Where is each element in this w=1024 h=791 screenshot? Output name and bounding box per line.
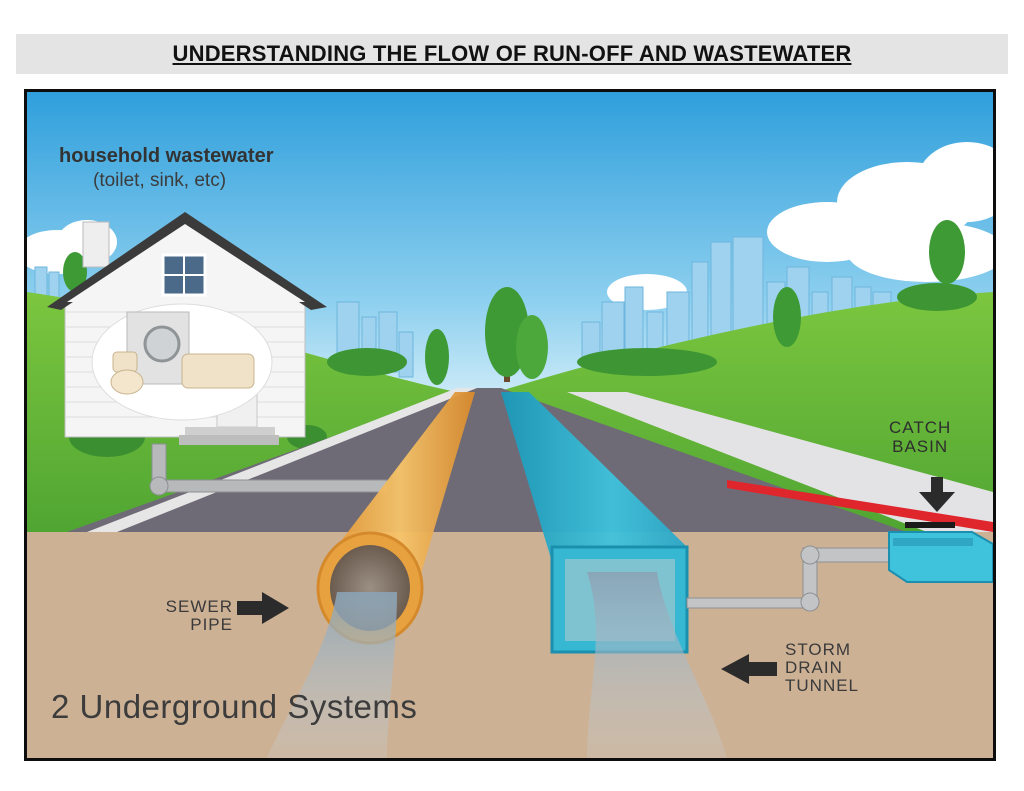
toilet-bowl [110,369,144,395]
catch-basin-label: CATCH BASIN [889,418,951,456]
storm-drain-label-line2: DRAIN [785,658,843,677]
bathtub [181,353,255,389]
household-sublabel: (toilet, sink, etc) [93,170,227,191]
catch-basin-grate [905,522,955,528]
curb [727,480,993,532]
soil [27,532,993,758]
catch-basin-pipe [686,545,894,612]
sidewalk [567,392,993,532]
page-title: UNDERSTANDING THE FLOW OF RUN-OFF AND WA… [172,41,852,66]
storm-outflow [587,572,727,758]
appliances-bubble [91,303,273,421]
household-label: household wastewater [59,145,274,167]
sewer-pipe-arrow [237,592,289,624]
sewer-pipe-label-line1: SEWER [165,597,233,616]
road-edge-line [87,388,477,532]
sewer-outflow [267,592,397,758]
toilet-tank [112,351,138,373]
illustration-frame: household wastewater (toilet, sink, etc)… [24,89,996,761]
storm-drain-label: STORM DRAIN TUNNEL [785,641,859,695]
arrows [237,477,955,684]
underground-systems-label: 2 Underground Systems [51,688,418,725]
catch-basin-label-line2: BASIN [892,437,949,456]
title-bar: UNDERSTANDING THE FLOW OF RUN-OFF AND WA… [16,34,1008,74]
storm-drain-arrow [721,654,777,684]
storm-drain-label-line1: STORM [785,640,852,659]
road [67,388,907,532]
sewer-pipe-label-line2: PIPE [190,615,233,634]
catch-basin-label-line1: CATCH [889,418,952,437]
illustration [27,92,993,758]
catch-basin [888,531,993,583]
catch-basin-arrow [919,477,955,512]
storm-drain-label-line3: TUNNEL [785,676,860,695]
sewer-pipe-label: SEWER PIPE [143,598,233,634]
